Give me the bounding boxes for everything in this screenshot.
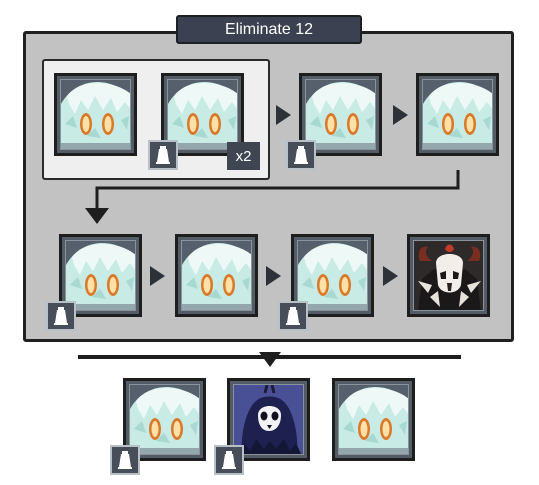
boss-tile[interactable] — [407, 234, 490, 317]
wave-connector-arrow — [85, 170, 460, 224]
slime-icon — [61, 80, 130, 149]
slime-icon — [339, 385, 408, 454]
enemy-slime-tile[interactable] — [299, 73, 382, 156]
next-arrow-icon — [266, 266, 281, 286]
lantern-badge-icon — [110, 445, 140, 475]
enemy-slime-tile[interactable] — [59, 234, 142, 317]
enemy-slime-tile[interactable] — [175, 234, 258, 317]
enemy-slime-tile[interactable] — [54, 73, 137, 156]
objective-title: Eliminate 12 — [176, 15, 362, 44]
enemy-slime-tile[interactable] — [416, 73, 499, 156]
next-arrow-icon — [276, 105, 291, 125]
lantern-badge-icon — [46, 301, 76, 331]
enemy-count-badge: x2 — [227, 142, 260, 170]
lantern-badge-icon — [286, 140, 316, 170]
slime-icon — [130, 385, 199, 454]
lantern-badge-icon — [278, 301, 308, 331]
lantern-badge-icon — [148, 140, 178, 170]
slime-icon — [168, 80, 237, 149]
reward-arrow-icon — [259, 352, 281, 367]
next-arrow-icon — [393, 105, 408, 125]
reward-slime-tile[interactable] — [332, 378, 415, 461]
enemy-count-text: x2 — [235, 147, 252, 165]
slime-icon — [66, 241, 135, 310]
lantern-badge-icon — [214, 445, 244, 475]
horned-skull-boss-icon — [414, 241, 483, 310]
slime-icon — [423, 80, 492, 149]
slime-icon — [298, 241, 367, 310]
next-arrow-icon — [383, 266, 398, 286]
slime-icon — [306, 80, 375, 149]
next-arrow-icon — [150, 266, 165, 286]
hooded-ghost-icon — [234, 385, 303, 454]
objective-title-text: Eliminate 12 — [224, 20, 314, 38]
slime-icon — [182, 241, 251, 310]
